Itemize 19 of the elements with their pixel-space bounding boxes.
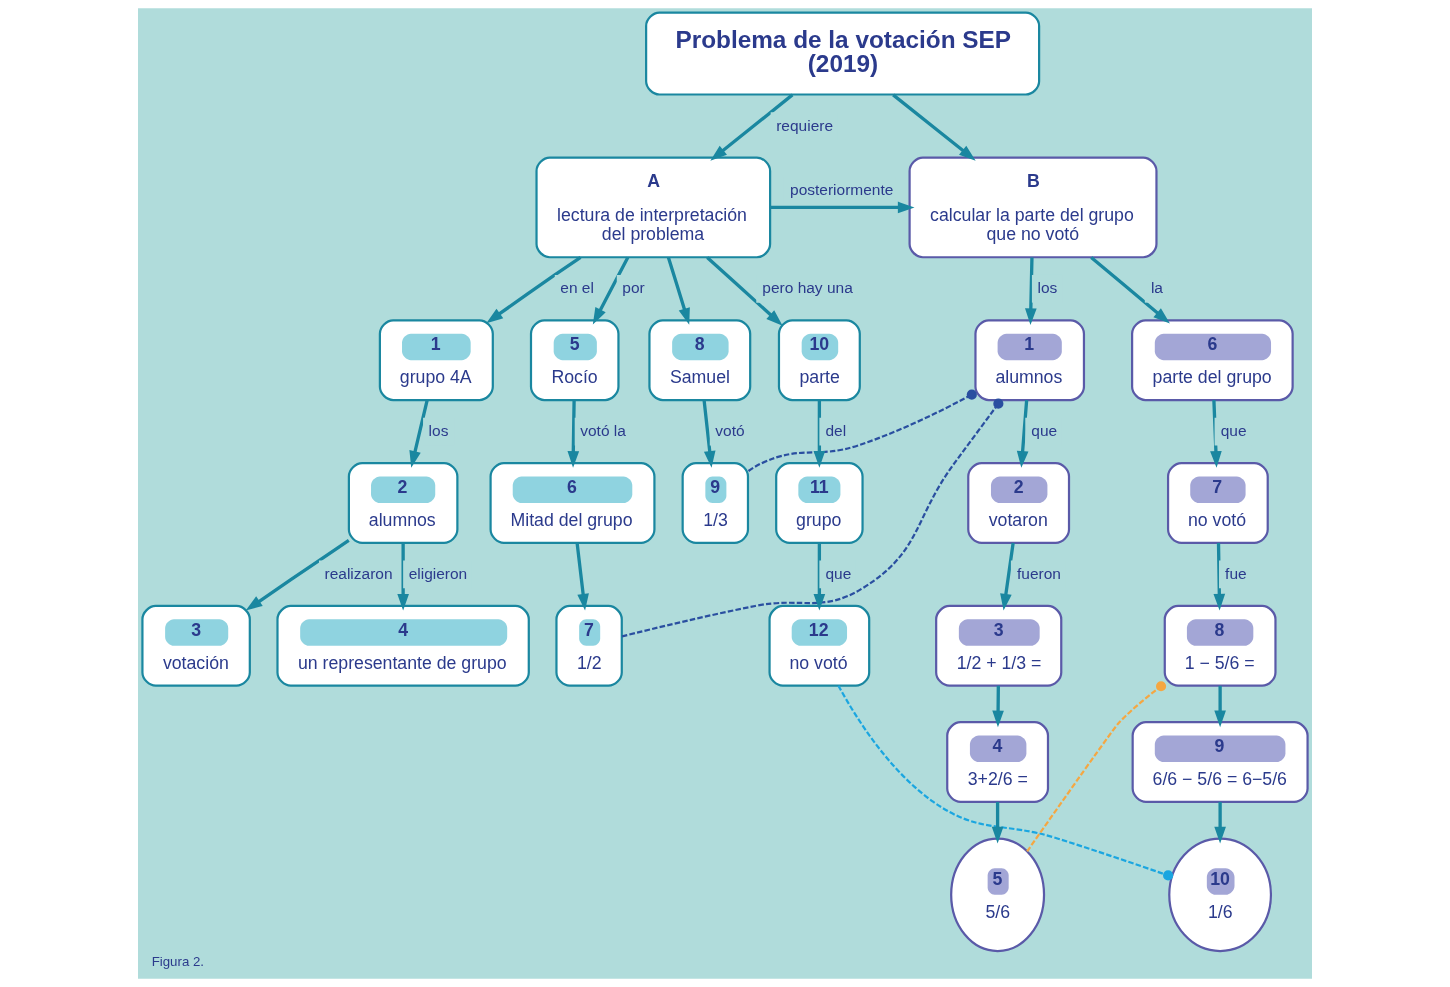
edge-label: pero hay una [762, 279, 853, 297]
edge-label: eligieron [408, 565, 468, 583]
edge-label: los [1037, 279, 1058, 297]
edge-label: en el [560, 279, 594, 297]
edge-label: realizaron [324, 565, 393, 583]
edge-label: fue [1225, 565, 1247, 583]
caption: Figura 2. [151, 954, 205, 970]
edge-label: que [1031, 422, 1058, 440]
edge-label: posteriormente [790, 180, 894, 198]
edge-label: fueron [1016, 565, 1061, 583]
edge-label: requiere [776, 116, 834, 134]
edge-label: que [825, 565, 852, 583]
edge-label: votó la [580, 422, 626, 440]
edge-label: los [428, 422, 449, 440]
edge-label: la [1150, 279, 1163, 297]
edge-label: del [825, 422, 847, 440]
edge-label: que [1220, 422, 1247, 440]
edge-label: por [622, 279, 645, 297]
edge-label: votó [715, 422, 745, 440]
